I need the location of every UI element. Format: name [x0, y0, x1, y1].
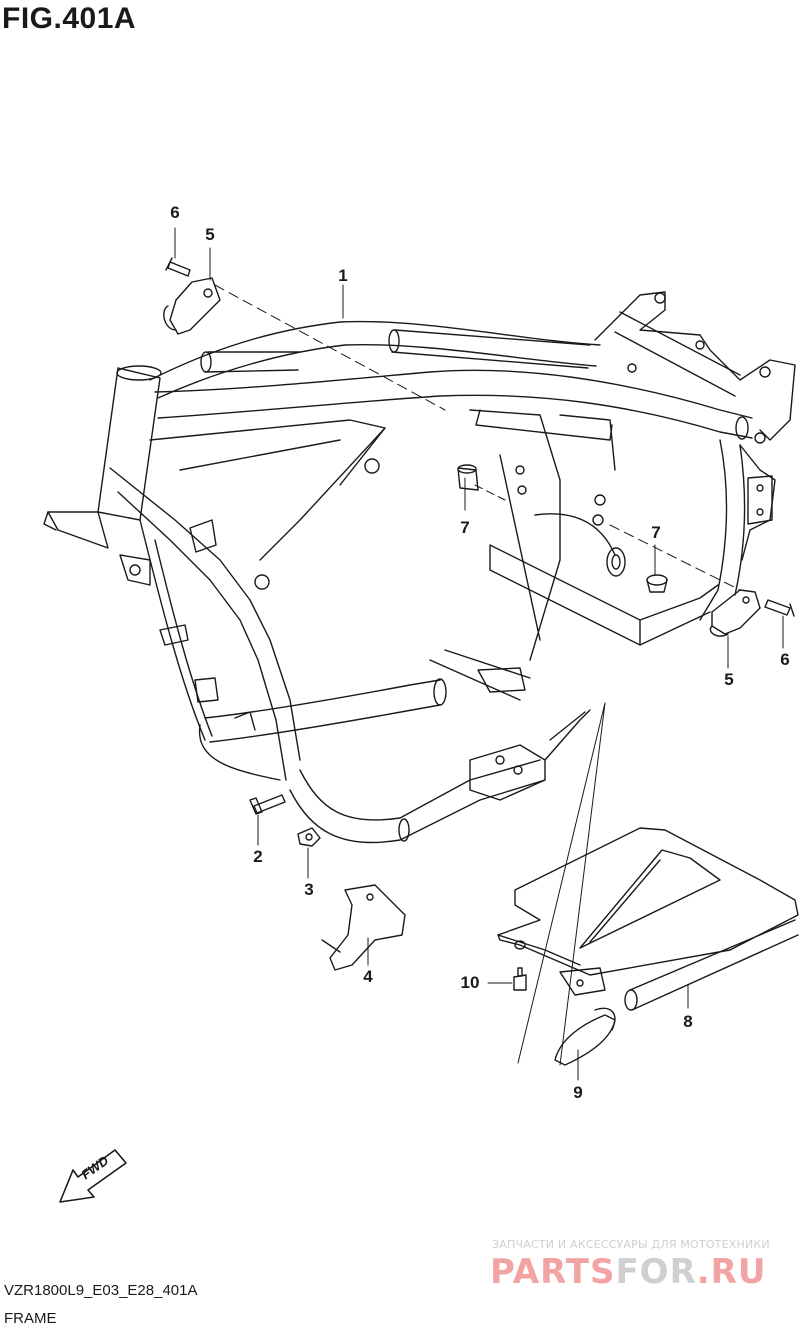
callout-2: 2	[253, 847, 263, 866]
frame-guard-8	[497, 827, 799, 1011]
callout-5-top: 5	[205, 225, 215, 244]
figure-title: FIG.401A	[2, 2, 137, 35]
watermark-logo-for: FOR	[615, 1252, 697, 1292]
bolt-2	[249, 794, 286, 815]
bolt-6-right	[764, 599, 795, 617]
callout-3: 3	[304, 880, 314, 899]
diagram-code: VZR1800L9_E03_E28_401A	[4, 1282, 198, 1299]
diagram-name: FRAME	[4, 1310, 57, 1327]
callout-1: 1	[338, 266, 348, 285]
callout-6-right: 6	[780, 650, 790, 669]
cover-9	[554, 1007, 616, 1066]
callout-9: 9	[573, 1083, 583, 1102]
callout-6-top: 6	[170, 203, 180, 222]
watermark-logo-parts: PARTS	[490, 1252, 616, 1292]
callout-7-left: 7	[460, 518, 470, 537]
callout-wedge	[517, 702, 606, 1066]
bolt-10	[513, 967, 527, 991]
watermark-tagline: ЗАПЧАСТИ И АКСЕССУАРЫ ДЛЯ МОТОТЕХНИКИ	[492, 1238, 770, 1251]
rubber-7-left	[457, 464, 479, 491]
callout-7-right: 7	[651, 523, 661, 542]
bracket-5-right	[709, 589, 761, 637]
rubber-7-right	[646, 574, 668, 593]
watermark-logo-ru: .RU	[696, 1252, 767, 1292]
main-frame	[43, 284, 796, 844]
nut-3	[297, 827, 321, 847]
callout-5-right: 5	[724, 670, 734, 689]
leader-lines	[174, 227, 784, 1081]
fwd-arrow-icon	[59, 1149, 127, 1203]
bracket-5-top	[163, 277, 221, 335]
watermark-logo: PARTSFOR.RU	[490, 1252, 766, 1292]
callout-8: 8	[683, 1012, 693, 1031]
callout-10: 10	[460, 973, 480, 992]
callout-4: 4	[363, 967, 373, 986]
bracket-4	[321, 884, 406, 971]
bolt-6-top	[165, 257, 191, 277]
